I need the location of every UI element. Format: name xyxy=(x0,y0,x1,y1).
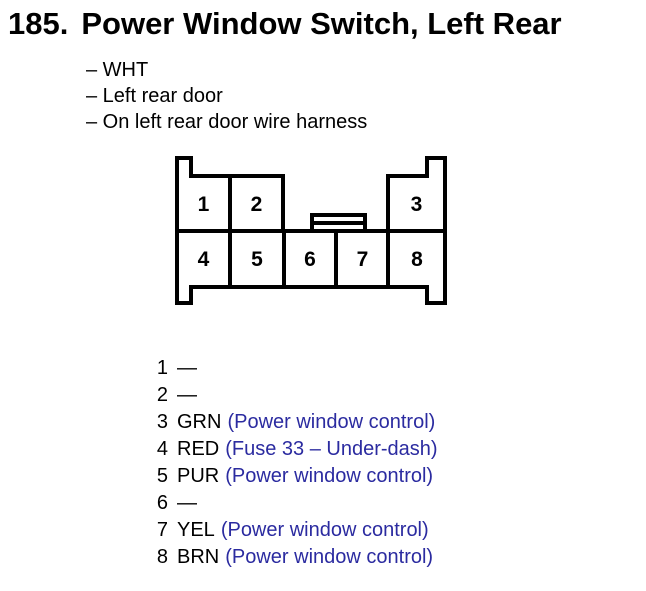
pin-description: (Power window control) xyxy=(225,465,434,487)
pin-list: 1 — 2 — 3 GRN (Power window control) 4 R… xyxy=(155,355,438,571)
pin-wire-color: — xyxy=(177,384,197,406)
cavity-number-2: 2 xyxy=(251,193,263,216)
pin-description: (Fuse 33 – Under-dash) xyxy=(225,438,438,460)
cavity-number-1: 1 xyxy=(198,193,210,216)
pin-row: 4 RED (Fuse 33 – Under-dash) xyxy=(155,436,438,463)
connector-details: – WHT – Left rear door – On left rear do… xyxy=(86,57,367,135)
cavity-number-5: 5 xyxy=(251,248,263,271)
pin-row: 7 YEL (Power window control) xyxy=(155,517,438,544)
item-number: 185. xyxy=(8,6,69,41)
pin-number: 4 xyxy=(156,438,168,460)
pin-row: 2 — xyxy=(155,382,438,409)
detail-item-color: – WHT xyxy=(86,59,149,81)
page-title: 185. Power Window Switch, Left Rear xyxy=(8,5,562,43)
pin-number: 1 xyxy=(156,357,168,379)
pin-row: 1 — xyxy=(155,355,438,382)
pin-description: (Power window control) xyxy=(225,546,434,568)
cavity-number-6: 6 xyxy=(304,248,316,271)
pin-description: (Power window control) xyxy=(220,519,429,541)
connector-outline xyxy=(175,156,447,305)
pin-row: 5 PUR (Power window control) xyxy=(155,463,438,490)
pin-number: 3 xyxy=(156,411,168,433)
pin-wire-color: BRN xyxy=(177,546,220,568)
pin-row: 8 BRN (Power window control) xyxy=(155,544,438,571)
pin-number: 8 xyxy=(156,546,168,568)
item-title: Power Window Switch, Left Rear xyxy=(81,6,562,41)
pin-number: 7 xyxy=(156,519,168,541)
pin-wire-color: PUR xyxy=(177,465,220,487)
cavity-number-7: 7 xyxy=(357,248,369,271)
pin-number: 6 xyxy=(156,492,168,514)
pin-description: (Power window control) xyxy=(227,411,436,433)
pin-number: 2 xyxy=(156,384,168,406)
cavity-number-4: 4 xyxy=(198,248,210,271)
cavity-number-8: 8 xyxy=(411,248,423,271)
pin-number: 5 xyxy=(156,465,168,487)
pin-wire-color: YEL xyxy=(177,519,215,541)
pin-wire-color: — xyxy=(177,357,197,379)
cavity-number-3: 3 xyxy=(411,193,423,216)
pin-row: 6 — xyxy=(155,490,438,517)
connector-diagram: 1 2 3 4 5 6 7 8 xyxy=(175,156,447,305)
detail-item-harness: – On left rear door wire harness xyxy=(86,111,368,133)
pin-row: 3 GRN (Power window control) xyxy=(155,409,438,436)
pin-wire-color: GRN xyxy=(177,411,222,433)
pin-wire-color: — xyxy=(177,492,197,514)
detail-item-location: – Left rear door xyxy=(86,85,223,107)
pin-wire-color: RED xyxy=(177,438,220,460)
